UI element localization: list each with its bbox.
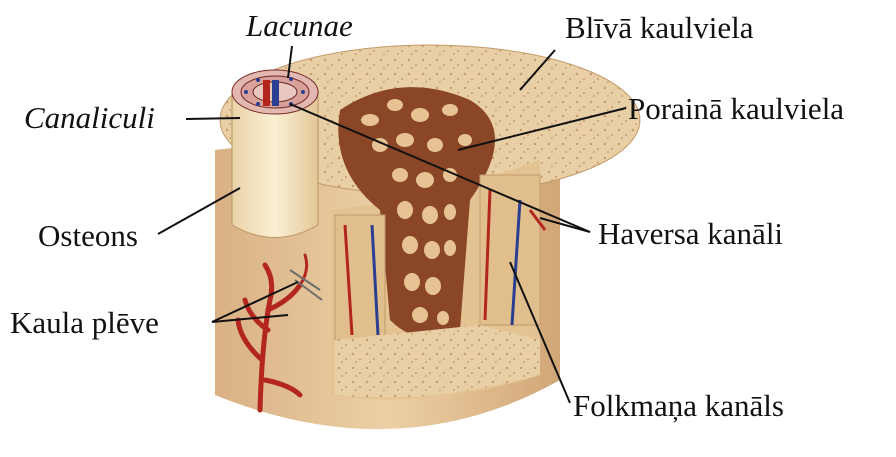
label-poraina-kaulviela: Porainā kaulviela (628, 93, 844, 124)
label-kaula-pleve: Kaula plēve (10, 307, 159, 338)
label-canaliculi: Canaliculi (24, 102, 155, 133)
osteon-cylinder (232, 70, 318, 238)
label-bliva-kaulviela: Blīvā kaulviela (565, 12, 754, 43)
label-lacunae: Lacunae (246, 10, 353, 41)
label-haversa-kanali: Haversa kanāli (598, 218, 783, 249)
label-folkmana-kanals: Folkmaņa kanāls (573, 390, 784, 421)
label-osteons: Osteons (38, 220, 138, 251)
